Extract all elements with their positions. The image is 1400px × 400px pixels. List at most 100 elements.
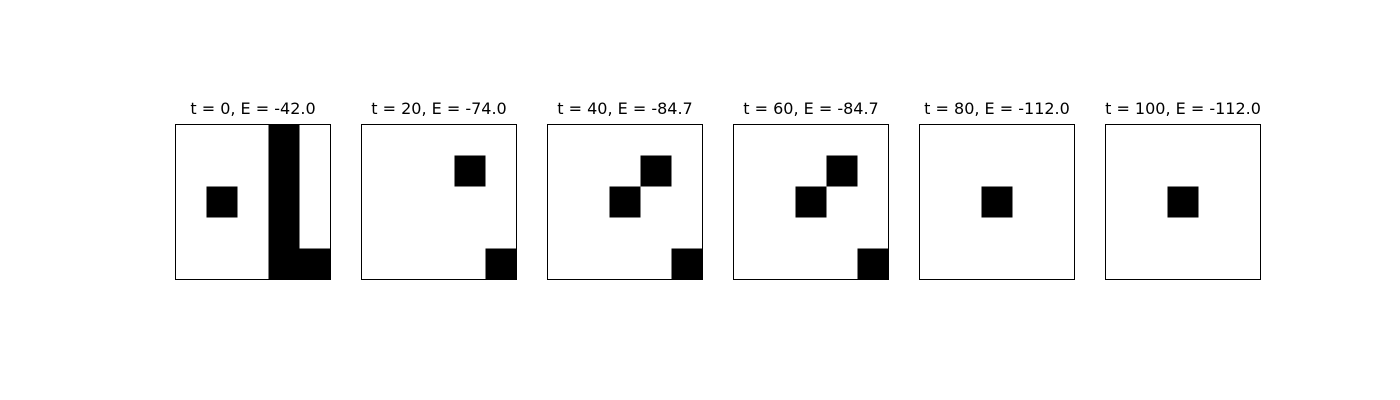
cell-empty <box>423 124 455 156</box>
panel-title: t = 20, E = -74.0 <box>371 99 507 118</box>
cell-empty <box>175 124 207 156</box>
cell-empty <box>981 217 1013 249</box>
cell-empty <box>361 217 393 249</box>
cell-empty <box>1136 248 1168 280</box>
cell-filled <box>795 186 827 218</box>
cell-empty <box>981 124 1013 156</box>
cell-empty <box>671 217 703 249</box>
cell-empty <box>237 217 269 249</box>
cell-empty <box>1167 217 1199 249</box>
cell-empty <box>671 155 703 187</box>
cell-empty <box>454 248 486 280</box>
heatmap-grid <box>733 124 889 280</box>
cell-empty <box>826 217 858 249</box>
cell-empty <box>1198 217 1230 249</box>
cell-empty <box>1229 186 1261 218</box>
heatmap-grid <box>175 124 331 280</box>
axes-frame <box>1105 124 1261 280</box>
cell-empty <box>454 124 486 156</box>
cell-empty <box>175 248 207 280</box>
cell-empty <box>1167 124 1199 156</box>
cell-empty <box>764 124 796 156</box>
cell-empty <box>1198 155 1230 187</box>
cell-empty <box>1012 217 1044 249</box>
cell-empty <box>206 248 238 280</box>
cell-filled <box>268 248 300 280</box>
cell-empty <box>1105 248 1137 280</box>
cell-empty <box>826 248 858 280</box>
cell-empty <box>361 248 393 280</box>
cell-empty <box>206 155 238 187</box>
cell-empty <box>578 155 610 187</box>
cell-empty <box>857 124 889 156</box>
cell-empty <box>857 186 889 218</box>
cell-empty <box>299 124 331 156</box>
cell-empty <box>640 248 672 280</box>
cell-empty <box>1105 155 1137 187</box>
cell-empty <box>1198 248 1230 280</box>
cell-empty <box>547 155 579 187</box>
cell-empty <box>175 186 207 218</box>
cell-empty <box>1229 155 1261 187</box>
cell-empty <box>733 124 765 156</box>
cell-empty <box>547 217 579 249</box>
cell-empty <box>392 217 424 249</box>
heatmap-grid <box>547 124 703 280</box>
cell-filled <box>268 217 300 249</box>
cell-empty <box>795 248 827 280</box>
cell-empty <box>919 186 951 218</box>
cell-empty <box>454 217 486 249</box>
cell-empty <box>299 155 331 187</box>
cell-empty <box>764 217 796 249</box>
cell-empty <box>237 124 269 156</box>
cell-empty <box>640 217 672 249</box>
cell-empty <box>392 248 424 280</box>
cell-empty <box>175 217 207 249</box>
panel-title: t = 0, E = -42.0 <box>190 99 316 118</box>
cell-empty <box>857 155 889 187</box>
cell-empty <box>1136 217 1168 249</box>
cell-empty <box>609 248 641 280</box>
cell-filled <box>268 124 300 156</box>
cell-empty <box>1012 124 1044 156</box>
cell-empty <box>392 186 424 218</box>
cell-empty <box>733 217 765 249</box>
cell-empty <box>919 124 951 156</box>
cell-empty <box>609 124 641 156</box>
cell-empty <box>485 186 517 218</box>
cell-empty <box>795 217 827 249</box>
heatmap-grid <box>361 124 517 280</box>
cell-empty <box>981 248 1013 280</box>
heatmap-grid <box>1105 124 1261 280</box>
cell-empty <box>950 124 982 156</box>
cell-empty <box>485 217 517 249</box>
cell-empty <box>1167 248 1199 280</box>
panel-title: t = 60, E = -84.7 <box>743 99 879 118</box>
cell-filled <box>206 186 238 218</box>
cell-empty <box>733 155 765 187</box>
cell-empty <box>671 186 703 218</box>
cell-empty <box>547 248 579 280</box>
cell-empty <box>919 248 951 280</box>
cell-empty <box>950 186 982 218</box>
cell-filled <box>299 248 331 280</box>
cell-empty <box>361 155 393 187</box>
cell-empty <box>423 217 455 249</box>
axes-frame <box>919 124 1075 280</box>
cell-empty <box>1105 217 1137 249</box>
axes-frame <box>361 124 517 280</box>
cell-empty <box>237 186 269 218</box>
cell-empty <box>1012 248 1044 280</box>
cell-empty <box>485 155 517 187</box>
cell-filled <box>454 155 486 187</box>
cell-empty <box>1136 155 1168 187</box>
cell-empty <box>1167 155 1199 187</box>
cell-filled <box>981 186 1013 218</box>
cell-empty <box>1043 186 1075 218</box>
cell-empty <box>578 248 610 280</box>
cell-empty <box>733 186 765 218</box>
cell-empty <box>609 155 641 187</box>
cell-empty <box>1012 155 1044 187</box>
cell-empty <box>671 124 703 156</box>
cell-empty <box>1043 217 1075 249</box>
